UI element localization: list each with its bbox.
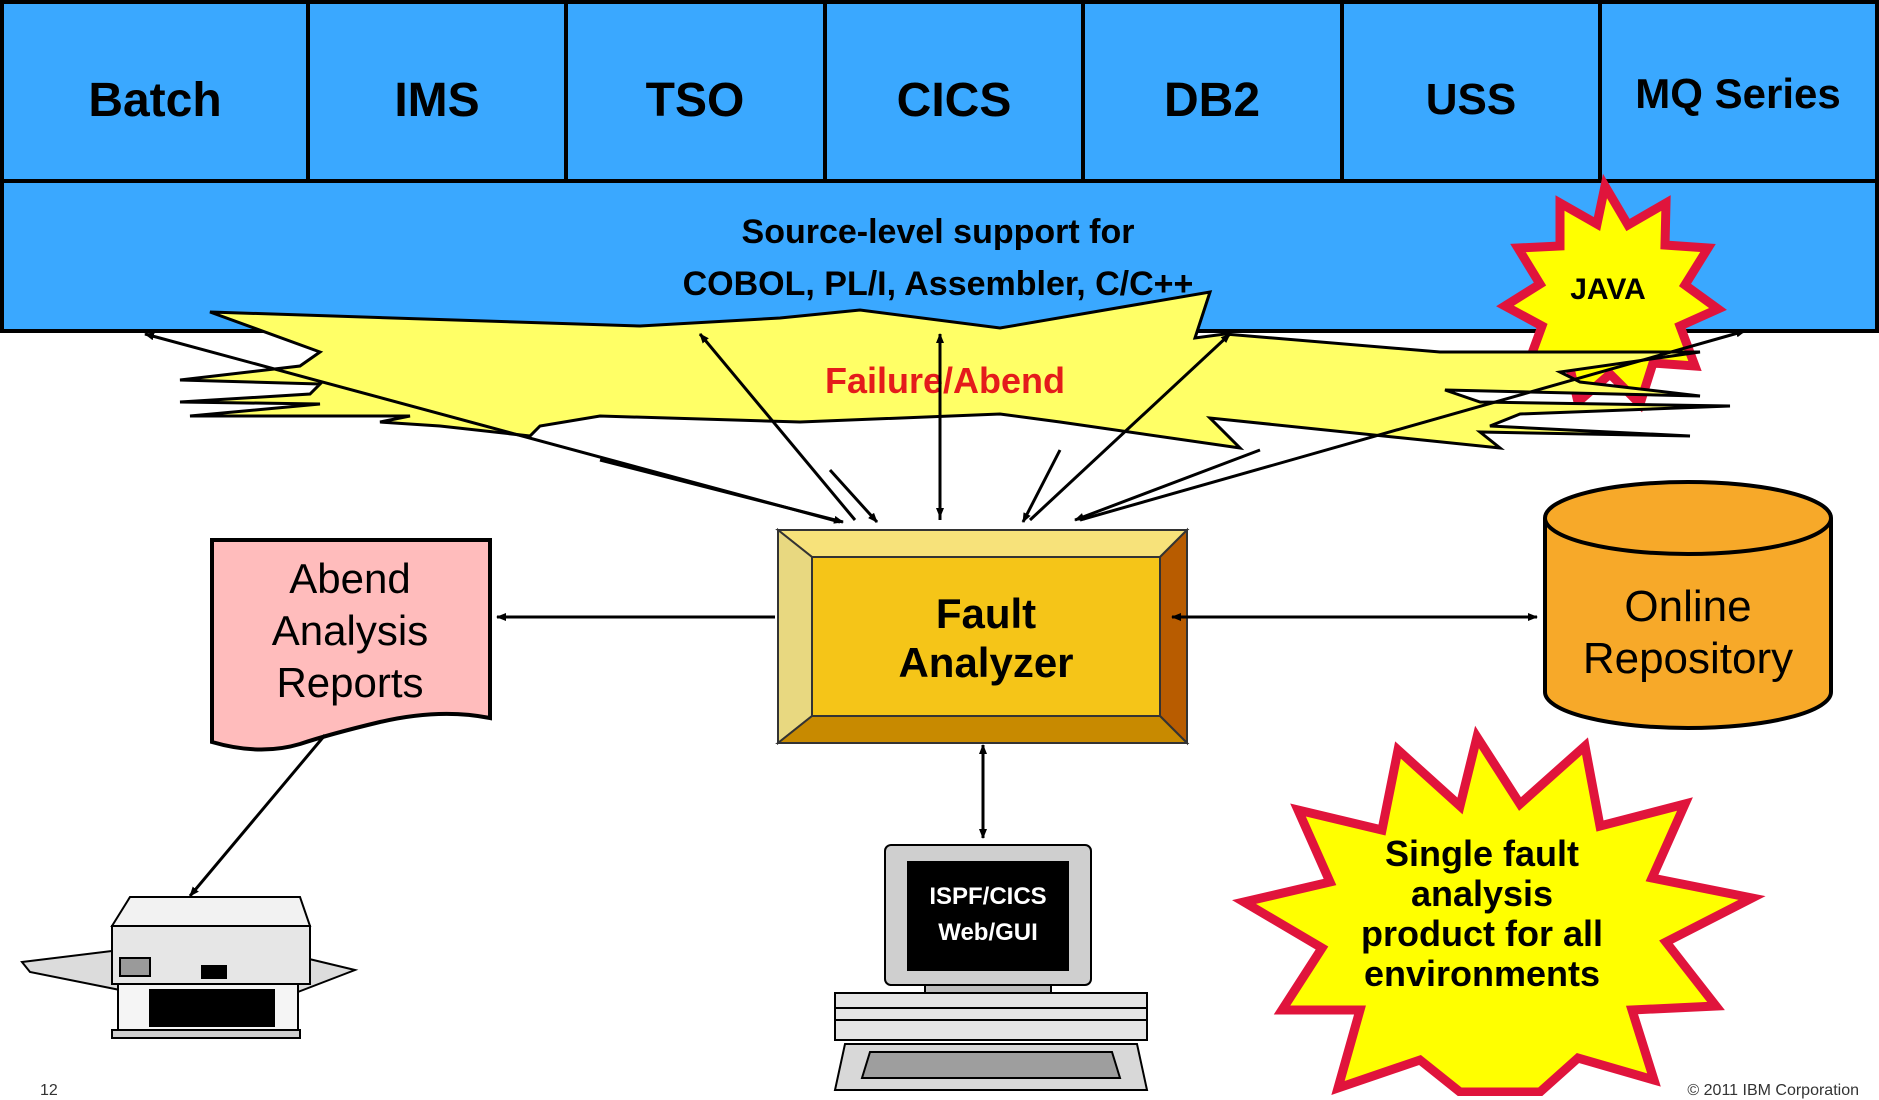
java-badge: JAVA [1496,173,1727,413]
terminal-line-1: ISPF/CICS [929,883,1046,910]
env-ims: IMS [394,74,479,127]
analyzer-line-2: Analyzer [898,639,1073,686]
repository-line-1: Online [1624,582,1751,631]
java-label: JAVA [1570,273,1646,306]
fault-analyzer-box: Fault Analyzer [775,527,1190,746]
env-cics: CICS [897,74,1012,127]
callout-line-2: analysis [1411,873,1553,914]
reports-line-3: Reports [276,659,423,706]
environment-band: Batch IMS TSO CICS DB2 USS MQ Series [0,0,1879,183]
callout-line-1: Single fault [1385,833,1579,874]
callout-line-4: environments [1364,953,1600,994]
terminal-line-2: Web/GUI [938,919,1038,946]
reports-line-1: Abend [289,555,410,602]
env-batch: Batch [88,74,221,127]
terminal-computer: ISPF/CICS Web/GUI [833,844,1149,1091]
arrow-to-printer [188,734,327,897]
support-line-1: Source-level support for [742,213,1135,251]
env-uss: USS [1426,75,1516,124]
fan-arrows [144,329,1746,524]
online-repository: Online Repository [1543,480,1833,730]
env-mq-series: MQ Series [1635,70,1840,117]
reports-line-2: Analysis [272,607,428,654]
env-db2: DB2 [1164,74,1260,127]
printer-icon [20,896,359,1039]
analyzer-line-1: Fault [936,590,1036,637]
failure-burst: Failure/Abend [179,290,1731,451]
env-tso: TSO [646,74,745,127]
support-line-2: COBOL, PL/I, Assembler, C/C++ [683,265,1194,303]
abend-reports-document: Abend Analysis Reports [210,538,492,752]
repository-line-2: Repository [1583,634,1793,683]
copyright-notice: © 2011 IBM Corporation [1687,1082,1859,1099]
single-product-callout: Single fault analysis product for all en… [1232,725,1766,1096]
failure-label: Failure/Abend [825,360,1065,401]
page-number: 12 [40,1082,58,1099]
callout-line-3: product for all [1361,913,1603,954]
